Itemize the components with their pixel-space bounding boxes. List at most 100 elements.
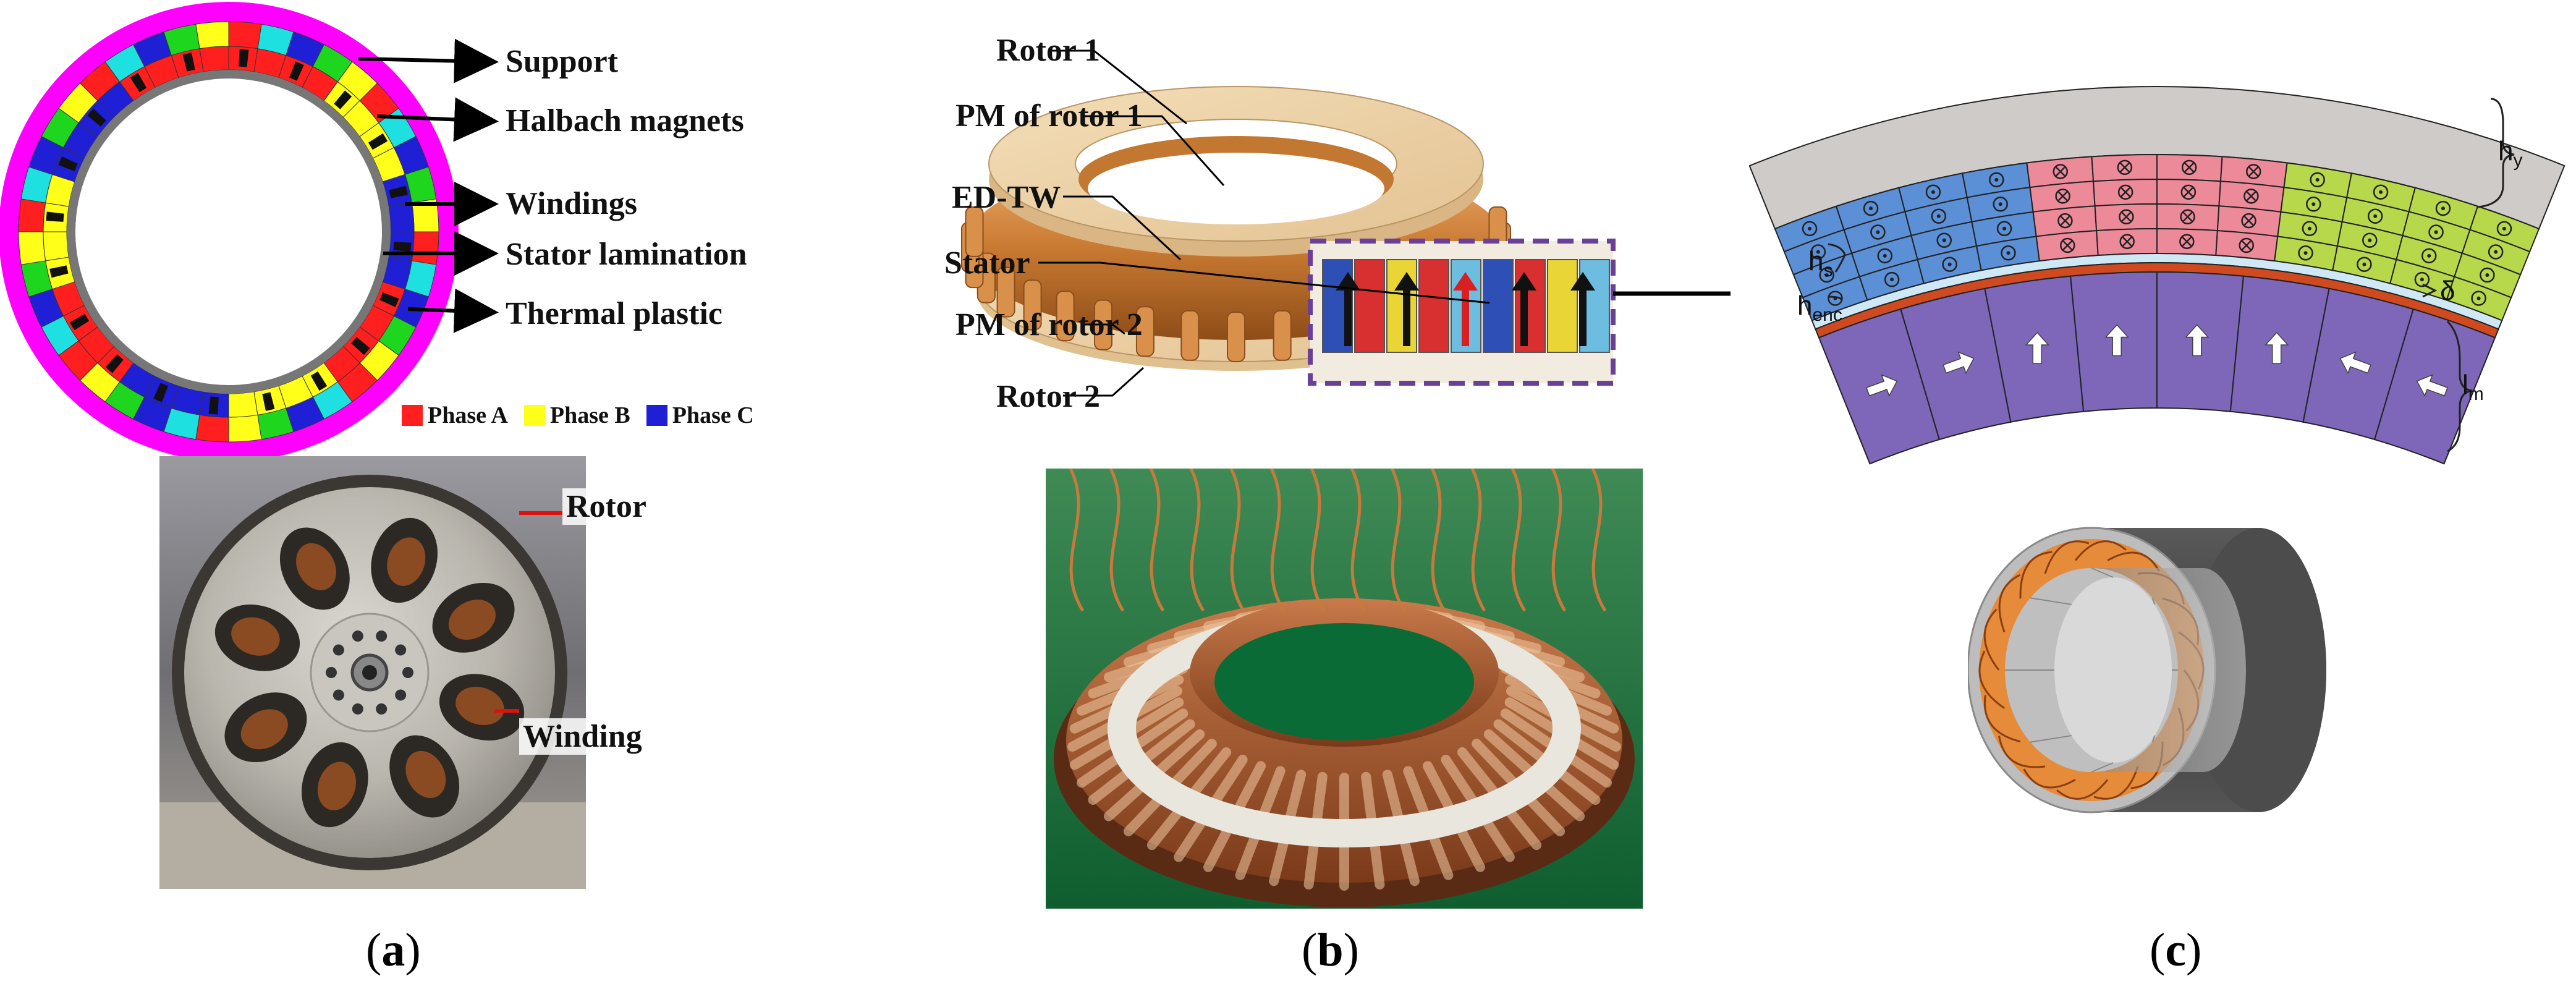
current-out-symbol <box>2311 202 2316 206</box>
photo-a-arrows <box>494 511 562 713</box>
current-out-symbol <box>2303 251 2308 255</box>
current-symbol <box>1884 271 1900 287</box>
rotor-photo <box>159 456 586 889</box>
symbol-lm-base: l <box>2462 370 2468 400</box>
lead-wire <box>1591 469 1607 612</box>
current-out-symbol <box>1808 226 1812 231</box>
end-winding-wire <box>2056 779 2109 800</box>
magnetization-arrow <box>2416 374 2448 397</box>
visible-winding <box>317 762 356 810</box>
thermal-plastic-block <box>105 354 124 373</box>
current-symbol <box>2471 291 2486 306</box>
current-out-symbol <box>1890 278 1894 282</box>
brace-delta <box>2422 283 2438 298</box>
toroidal-coil <box>1227 312 1245 362</box>
end-winding-wire <box>1983 608 2000 671</box>
thermal-plastic-block <box>379 292 399 307</box>
current-symbol <box>2241 213 2256 229</box>
current-symbol <box>1925 184 1941 200</box>
current-out-symbol <box>2368 238 2372 242</box>
visible-winding <box>455 687 504 726</box>
current-into-symbol <box>2246 191 2256 202</box>
magnet-pole-edge <box>2030 597 2072 605</box>
visible-winding <box>405 750 446 798</box>
brace-lm <box>2446 320 2473 452</box>
end-winding-wire <box>2019 551 2053 599</box>
current-into-symbol <box>2248 166 2259 177</box>
cutaway-magnet <box>1354 259 1385 353</box>
end-winding-wire <box>2074 540 2127 561</box>
thermal-plastic-block <box>262 392 275 411</box>
lead-wire <box>1109 469 1125 612</box>
magnet-pole-edge <box>2152 598 2156 605</box>
current-out-symbol <box>2006 251 2010 255</box>
symbol-hs: hs <box>1808 246 1832 281</box>
panel-a-leaders <box>358 38 499 333</box>
lead-wire <box>1269 469 1286 612</box>
visible-winding <box>240 709 288 750</box>
end-winding-wire <box>2107 551 2160 572</box>
current-into-symbol <box>2057 191 2068 202</box>
thermal-plastic-block <box>87 108 106 127</box>
current-symbol <box>1931 208 1947 224</box>
caption-letter-b: b <box>1317 924 1344 976</box>
current-symbol <box>2302 221 2318 237</box>
current-symbol <box>2310 172 2325 188</box>
current-out-symbol <box>1876 230 1880 234</box>
current-into-symbol <box>2182 236 2192 247</box>
symbol-lm: lm <box>2462 370 2484 405</box>
magnet-pole-edge <box>2091 567 2114 578</box>
magnet-pole-edge <box>2091 762 2114 773</box>
toroidal-coil <box>1273 310 1292 361</box>
visible-winding <box>296 543 336 590</box>
stator-cylinder-render <box>1968 527 2326 813</box>
current-out-symbol <box>2485 273 2489 278</box>
current-symbol <box>2053 164 2069 179</box>
hub-bolt <box>352 703 363 715</box>
caption-letter-c: c <box>2165 924 2187 976</box>
current-symbol <box>2179 234 2195 250</box>
current-symbol <box>1828 291 1843 306</box>
phase-legend: Phase A Phase B Phase C <box>402 402 754 429</box>
brace-henc <box>1828 295 1843 301</box>
legend-label-c: Phase C <box>672 402 754 428</box>
current-symbol <box>2367 208 2383 224</box>
current-out-symbol <box>2002 226 2007 231</box>
stator-photo <box>1046 469 1643 909</box>
current-symbol <box>2373 184 2389 200</box>
hub-bolt <box>326 667 337 678</box>
symbol-hy-base: h <box>2498 136 2514 166</box>
current-symbol <box>1936 232 1952 248</box>
current-into-symbol <box>2055 166 2065 177</box>
current-out-symbol <box>2379 190 2383 194</box>
current-symbol <box>1877 248 1893 264</box>
current-symbol <box>2421 248 2437 264</box>
toroidal-coil <box>1135 306 1155 357</box>
magnetization-arrow <box>1866 374 1898 397</box>
current-symbol <box>2357 257 2372 272</box>
label-pm-rotor-2: PM of rotor 2 <box>955 307 1143 342</box>
current-symbol <box>2480 267 2495 283</box>
current-into-symbol <box>2062 240 2073 250</box>
flux-arrow <box>1394 272 1419 346</box>
thermal-plastic-block <box>49 265 69 278</box>
cutaway-magnet <box>1418 259 1449 353</box>
visible-winding <box>231 617 280 656</box>
end-winding-wire <box>1978 650 2005 709</box>
current-symbol <box>2496 221 2512 237</box>
brace-hy <box>2478 98 2515 208</box>
visible-winding <box>387 537 426 586</box>
current-into-symbol <box>2122 236 2132 247</box>
end-winding-wire <box>1983 695 2021 743</box>
current-out-symbol <box>1998 202 2002 206</box>
current-into-symbol <box>2060 216 2070 226</box>
current-out-symbol <box>1824 273 1829 278</box>
symbol-henc: henc <box>1797 291 1842 326</box>
shaft-hole <box>362 665 377 680</box>
current-symbol <box>2428 224 2444 240</box>
thermal-plastic-block <box>389 185 408 198</box>
symbol-hy-sub: y <box>2513 150 2523 171</box>
magnetization-arrow <box>2339 351 2371 375</box>
current-out-symbol <box>1936 214 1941 218</box>
symbol-henc-sub: enc <box>1812 304 1842 325</box>
